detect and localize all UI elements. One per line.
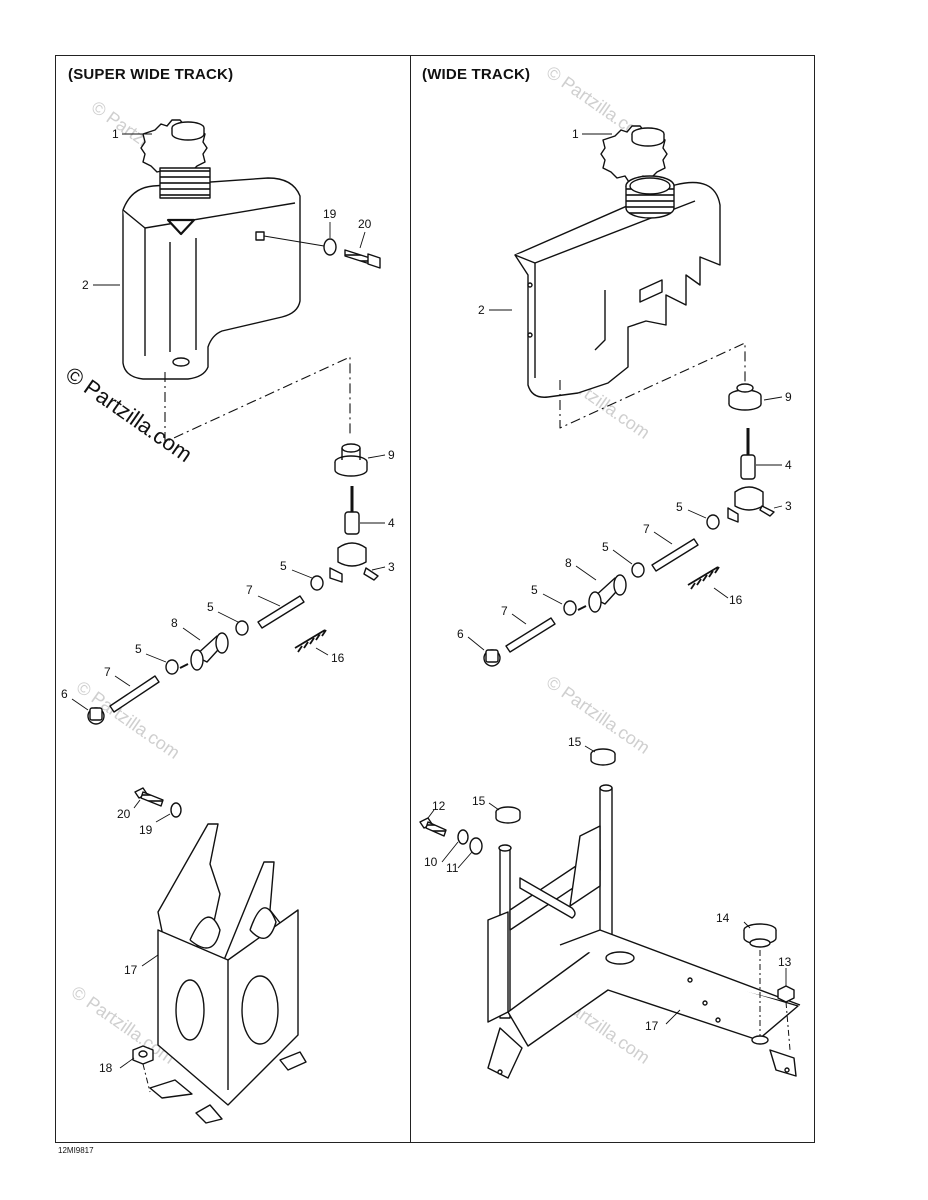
left-callout-20-lower: 20 <box>117 807 131 821</box>
right-callout-8: 8 <box>565 556 572 570</box>
right-leader-lines <box>427 133 787 1025</box>
right-grommets-15 <box>495 748 616 824</box>
right-callout-3: 3 <box>785 499 792 513</box>
left-callout-9: 9 <box>388 448 395 462</box>
left-callout-16: 16 <box>331 651 345 665</box>
right-rack-17 <box>487 784 801 1079</box>
right-callout-7a: 7 <box>643 522 650 536</box>
right-panel-title: (WIDE TRACK) <box>422 66 531 83</box>
right-nut-guide <box>785 1001 791 1051</box>
right-callout-11: 11 <box>446 861 459 875</box>
right-callout-15b: 15 <box>472 794 486 808</box>
left-callout-7b: 7 <box>104 665 111 679</box>
left-callout-4: 4 <box>388 516 395 530</box>
left-grommet-9 <box>334 443 368 477</box>
left-callout-7a: 7 <box>246 583 253 597</box>
left-nut-guide <box>142 1063 151 1093</box>
panel-divider <box>410 55 412 1143</box>
right-callout-10: 10 <box>424 855 438 869</box>
right-callout-9: 9 <box>785 390 792 404</box>
right-callout-2: 2 <box>478 303 485 317</box>
left-callout-3: 3 <box>388 560 395 574</box>
left-callout-5a: 5 <box>280 559 287 573</box>
right-guide-line <box>559 342 746 429</box>
right-callout-1: 1 <box>572 127 579 141</box>
left-washer-19 <box>323 238 337 256</box>
right-callout-12: 12 <box>432 799 446 813</box>
left-valve-4 <box>329 486 379 583</box>
right-nut-13 <box>777 985 795 1003</box>
right-filter-8 <box>577 574 627 613</box>
left-hoses-7 <box>109 595 305 713</box>
left-callout-17: 17 <box>124 963 138 977</box>
right-callout-14: 14 <box>716 911 730 925</box>
right-elbow-6 <box>483 649 501 667</box>
left-nut-18 <box>132 1045 154 1065</box>
left-callout-5b: 5 <box>207 600 214 614</box>
left-leader-lines <box>71 133 386 1069</box>
right-bolt-12 <box>419 817 447 837</box>
left-fuel-tank <box>122 167 301 380</box>
right-valve-4 <box>727 428 775 523</box>
right-callout-13: 13 <box>778 955 792 969</box>
left-callout-20: 20 <box>358 217 372 231</box>
right-callout-4: 4 <box>785 458 792 472</box>
watermark-5: © Partzilla.com <box>543 672 654 758</box>
left-elbow-6 <box>87 707 105 725</box>
left-callout-19-lower: 19 <box>139 823 153 837</box>
left-leader-bolt <box>263 235 325 247</box>
right-callout-17: 17 <box>645 1019 659 1033</box>
left-guide-line <box>164 356 351 443</box>
right-callout-6: 6 <box>457 627 464 641</box>
right-hoses-7 <box>505 538 699 653</box>
left-bolt-20 <box>344 249 381 269</box>
right-grommet-14 <box>743 923 777 948</box>
left-callout-19: 19 <box>323 207 337 221</box>
left-callout-1: 1 <box>112 127 119 141</box>
left-filter-8 <box>179 632 229 671</box>
right-washer-11 <box>469 837 483 855</box>
right-clamps-5 <box>563 514 720 616</box>
left-fuel-cap <box>140 119 208 177</box>
right-fuel-tank <box>514 175 721 398</box>
left-panel-title: (SUPER WIDE TRACK) <box>68 66 234 83</box>
right-grommet-9 <box>728 383 762 411</box>
right-callout-5c: 5 <box>531 583 538 597</box>
left-callout-8: 8 <box>171 616 178 630</box>
left-callout-5c: 5 <box>135 642 142 656</box>
right-callout-15a: 15 <box>568 735 582 749</box>
left-spring-16 <box>294 629 327 653</box>
drawing-code: 12MI9817 <box>58 1146 94 1155</box>
left-washer-19-lower <box>170 802 182 818</box>
left-callout-6: 6 <box>61 687 68 701</box>
right-spring-16 <box>687 566 720 590</box>
right-callout-16: 16 <box>729 593 743 607</box>
right-callout-5b: 5 <box>602 540 609 554</box>
diagram-frame <box>55 55 815 1143</box>
right-callouts: 1 2 9 4 3 5 7 5 8 16 5 7 6 15 15 12 10 1… <box>424 127 792 1033</box>
left-bracket-17 <box>149 823 307 1124</box>
left-callout-2: 2 <box>82 278 89 292</box>
right-fuel-cap <box>600 125 668 183</box>
left-callouts: 1 2 19 20 9 4 3 5 7 5 8 16 5 7 6 20 19 1… <box>61 127 395 1075</box>
left-callout-18: 18 <box>99 1061 113 1075</box>
right-washer-10 <box>457 829 469 845</box>
left-clamps-5 <box>165 575 324 675</box>
right-callout-5a: 5 <box>676 500 683 514</box>
right-callout-7b: 7 <box>501 604 508 618</box>
left-bolt-20-lower <box>134 787 164 807</box>
